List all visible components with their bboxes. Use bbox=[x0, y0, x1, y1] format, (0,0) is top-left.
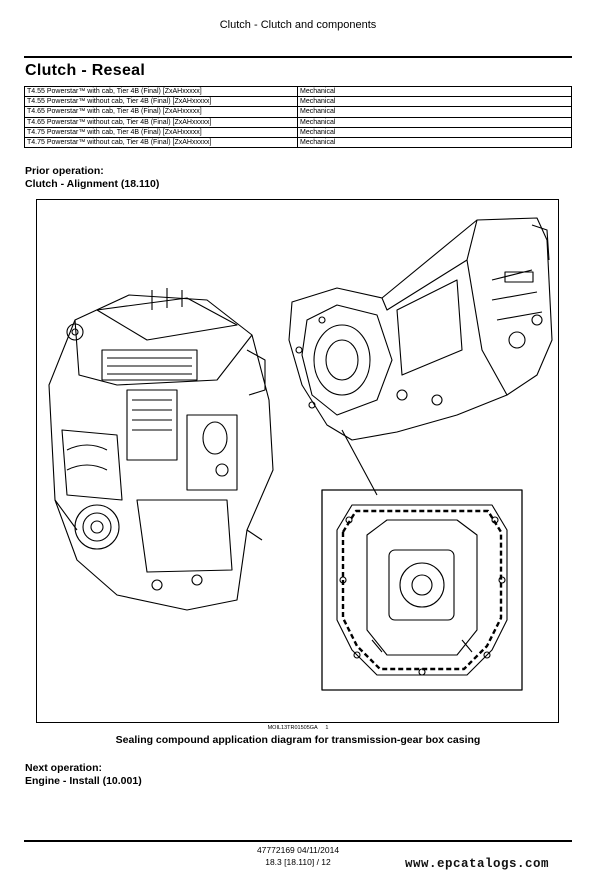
watermark: www.epcatalogs.com bbox=[405, 857, 550, 871]
footer-doc-id: 47772169 04/11/2014 bbox=[256, 845, 340, 855]
models-table: T4.55 Powerstar™ with cab, Tier 4B (Fina… bbox=[24, 85, 572, 149]
inset-casing-drawing bbox=[336, 504, 508, 676]
model-row: T4.75 Powerstar™ without cab, Tier 4B (F… bbox=[24, 136, 572, 149]
model-type-cell: Mechanical bbox=[297, 106, 572, 118]
engine-drawing bbox=[48, 288, 274, 611]
transmission-housing-drawing bbox=[288, 217, 553, 441]
model-row: T4.65 Powerstar™ without cab, Tier 4B (F… bbox=[24, 116, 572, 128]
prior-operation-link[interactable]: Clutch - Alignment (18.110) bbox=[25, 178, 160, 190]
model-type-cell: Mechanical bbox=[297, 116, 572, 128]
model-name-cell: T4.75 Powerstar™ with cab, Tier 4B (Fina… bbox=[24, 126, 298, 138]
figure-caption: Sealing compound application diagram for… bbox=[115, 734, 481, 746]
model-row: T4.55 Powerstar™ with cab, Tier 4B (Fina… bbox=[24, 85, 572, 98]
model-row: T4.55 Powerstar™ without cab, Tier 4B (F… bbox=[24, 96, 572, 108]
figure-number: 1 bbox=[325, 725, 329, 731]
header-rule bbox=[24, 56, 572, 58]
prior-operation-label: Prior operation: bbox=[25, 165, 104, 177]
model-type-cell: Mechanical bbox=[297, 96, 572, 108]
model-type-cell: Mechanical bbox=[297, 85, 572, 98]
model-name-cell: T4.55 Powerstar™ without cab, Tier 4B (F… bbox=[24, 96, 298, 108]
model-row: T4.75 Powerstar™ with cab, Tier 4B (Fina… bbox=[24, 126, 572, 138]
next-operation-label: Next operation: bbox=[25, 762, 103, 774]
sealing-diagram-figure bbox=[36, 199, 559, 723]
model-name-cell: T4.65 Powerstar™ with cab, Tier 4B (Fina… bbox=[24, 106, 298, 118]
figure-id: MOIL13TR01505GA 1 bbox=[0, 725, 596, 731]
page-header: Clutch - Clutch and components bbox=[219, 19, 377, 31]
model-row: T4.65 Powerstar™ with cab, Tier 4B (Fina… bbox=[24, 106, 572, 118]
model-name-cell: T4.55 Powerstar™ with cab, Tier 4B (Fina… bbox=[24, 85, 298, 98]
leader-line bbox=[341, 429, 378, 496]
next-operation-link[interactable]: Engine - Install (10.001) bbox=[25, 775, 142, 787]
section-title: Clutch - Reseal bbox=[25, 62, 146, 79]
model-type-cell: Mechanical bbox=[297, 126, 572, 138]
inset-box bbox=[321, 489, 523, 691]
footer-page-number: 18.3 [18.110] / 12 bbox=[265, 857, 331, 867]
model-name-cell: T4.65 Powerstar™ without cab, Tier 4B (F… bbox=[24, 116, 298, 128]
model-type-cell: Mechanical bbox=[297, 136, 572, 149]
model-name-cell: T4.75 Powerstar™ without cab, Tier 4B (F… bbox=[24, 136, 298, 149]
figure-code: MOIL13TR01505GA bbox=[267, 725, 318, 731]
sealing-diagram-illustration bbox=[48, 217, 553, 691]
footer-rule bbox=[24, 840, 572, 842]
